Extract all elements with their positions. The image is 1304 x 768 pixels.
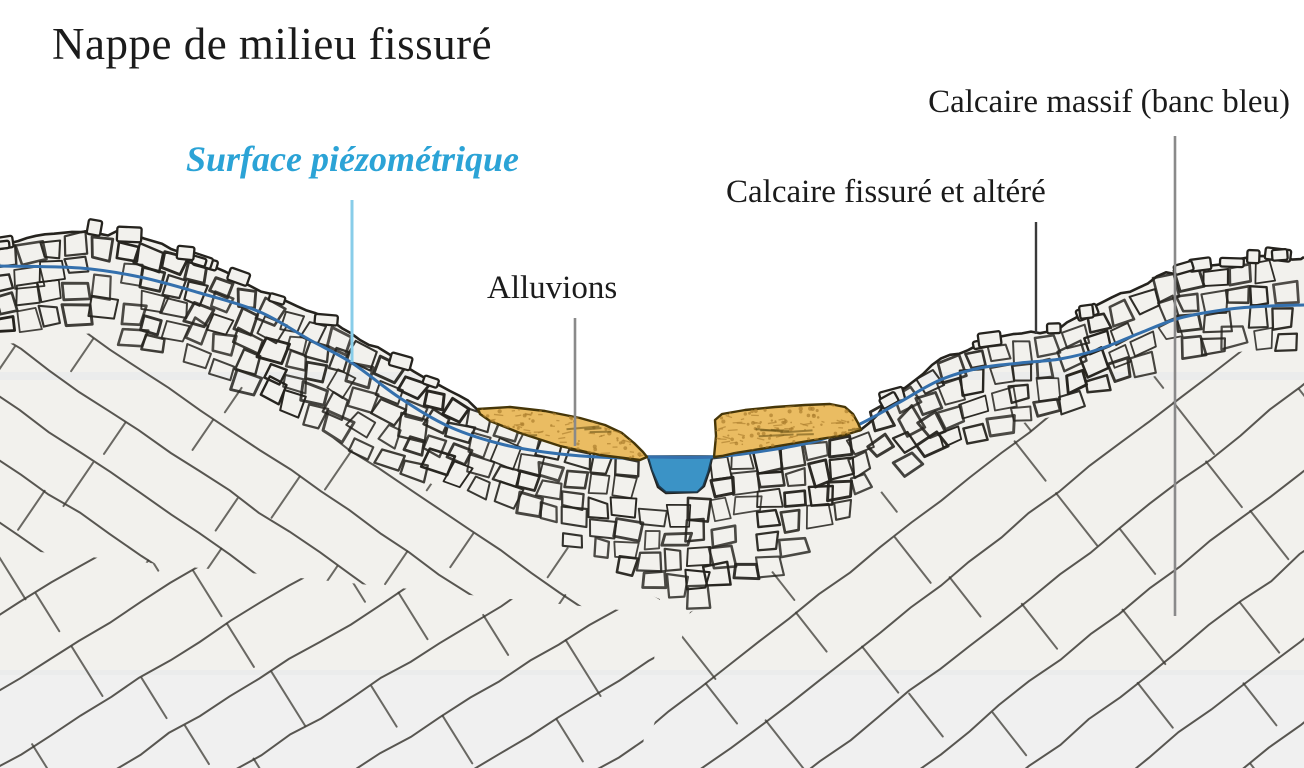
river [647, 455, 713, 493]
diagram-title: Nappe de milieu fissuré [52, 19, 493, 69]
label-surface-piezometrique: Surface piézométrique [186, 139, 519, 179]
piezometric-line [0, 264, 1304, 460]
surface-cap-stones [0, 218, 1293, 410]
label-alluvions: Alluvions [487, 270, 618, 306]
label-calcaire-fissure: Calcaire fissuré et altéré [726, 174, 1046, 210]
fissured-rubble [0, 229, 1300, 610]
label-calcaire-massif: Calcaire massif (banc bleu) [928, 84, 1290, 120]
bedding-left-deep [0, 548, 660, 768]
